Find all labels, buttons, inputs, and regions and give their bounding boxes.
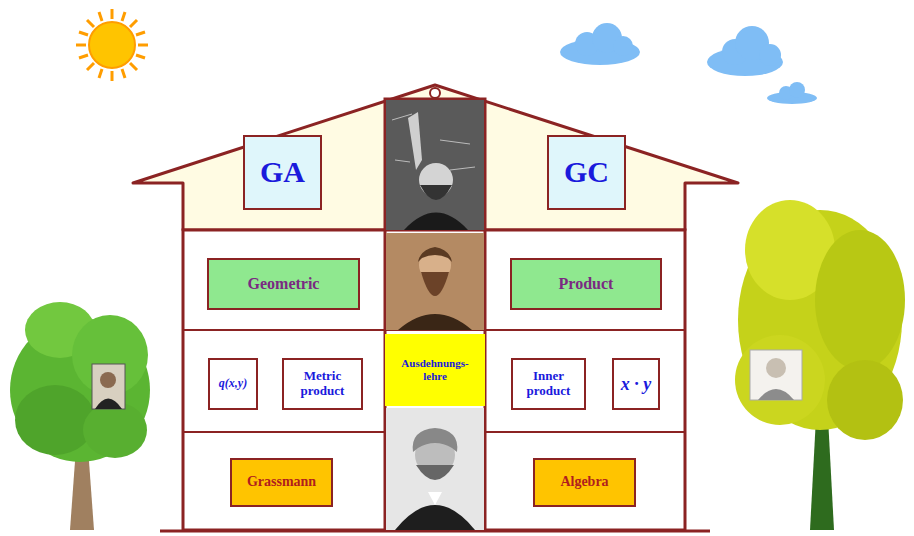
portrait-photo: [386, 233, 484, 330]
portrait-photo: [386, 100, 484, 230]
title-box: GC: [547, 135, 626, 210]
box-label: Metric product: [286, 369, 359, 399]
box-label: Grassmann: [247, 474, 316, 490]
highlight-band: [386, 334, 484, 406]
box-label: Geometric: [248, 275, 320, 293]
right-tree: [735, 200, 905, 530]
box-label: Ausdehnungs- lehre: [389, 357, 481, 382]
formula-box: q(x,y): [208, 358, 258, 410]
box-label: q(x,y): [219, 377, 247, 391]
box-label: Algebra: [560, 474, 608, 490]
box-label: GA: [260, 155, 305, 190]
formula-box: x · y: [612, 358, 660, 410]
title-box: Ausdehnungs- lehre: [385, 334, 485, 406]
clouds: [560, 23, 817, 104]
left-tree: [10, 302, 150, 530]
term-box: Algebra: [533, 458, 636, 507]
term-box: Metric product: [282, 358, 363, 410]
box-label: GC: [564, 155, 609, 190]
box-label: Inner product: [515, 369, 582, 399]
term-box: Geometric: [207, 258, 360, 310]
box-label: Product: [559, 275, 614, 293]
term-box: Grassmann: [230, 458, 333, 507]
house: [133, 85, 738, 531]
title-box: GA: [243, 135, 322, 210]
portrait-photo: [386, 408, 484, 530]
term-box: Inner product: [511, 358, 586, 410]
term-box: Product: [510, 258, 662, 310]
box-label: x · y: [621, 374, 652, 395]
sun: [76, 9, 148, 81]
